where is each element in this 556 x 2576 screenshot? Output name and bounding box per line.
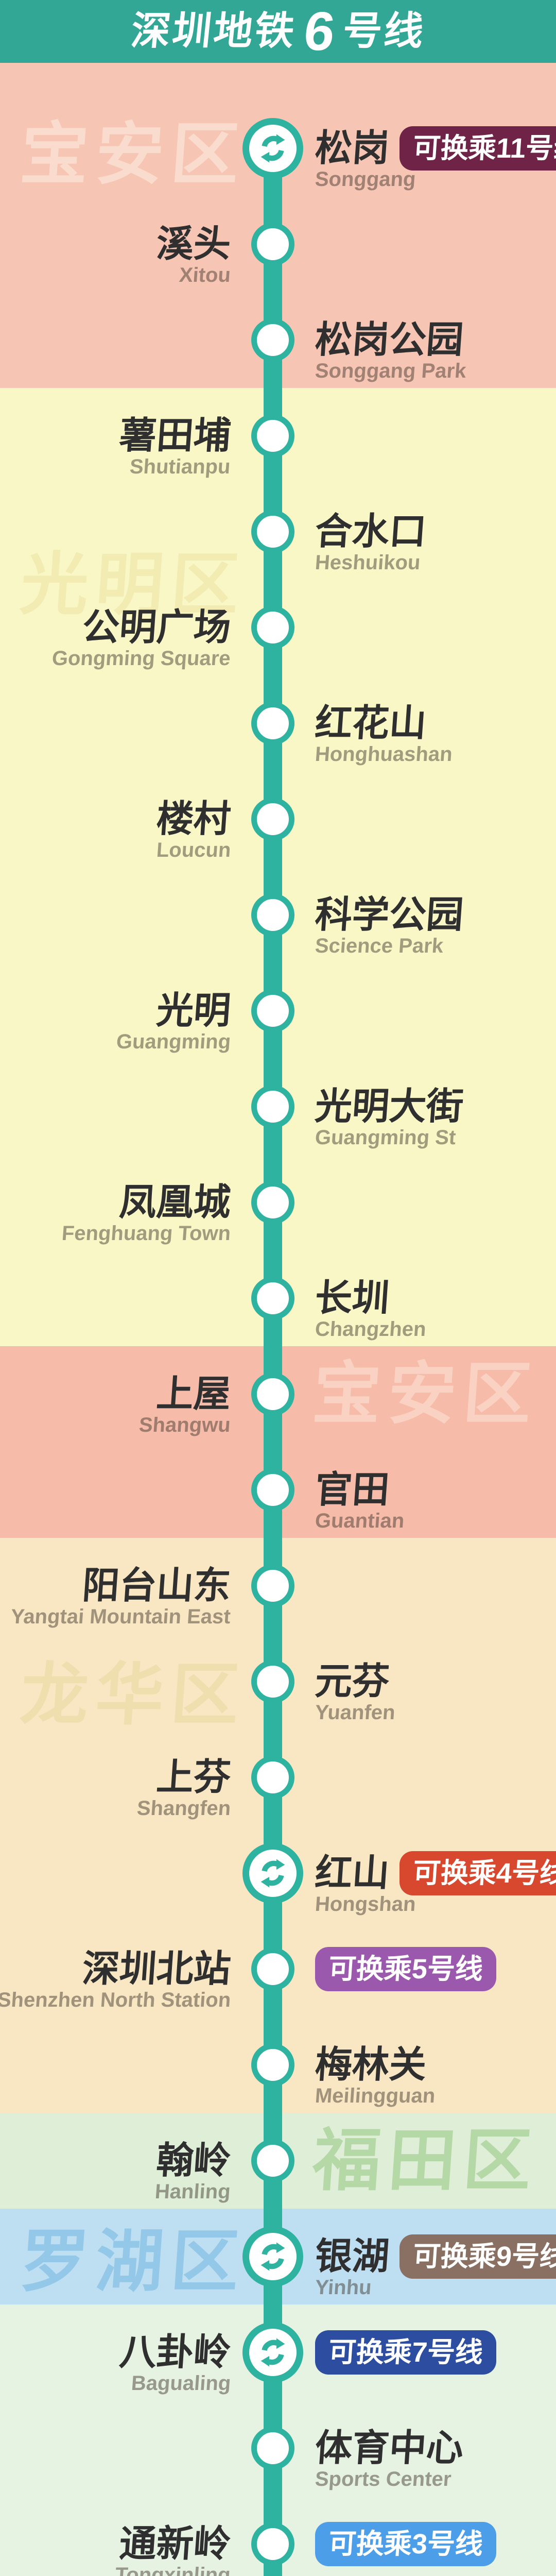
station-name: 通新岭	[118, 2523, 232, 2565]
station-name-en: Honghuashan	[314, 743, 454, 766]
page-title: 深圳地铁 6 号线	[128, 0, 428, 63]
transfer-badge: 可换乘3号线	[315, 2522, 497, 2566]
transfer-station-marker	[242, 1843, 303, 1904]
station-name-en: Shangfen	[136, 1797, 232, 1820]
station-marker	[251, 2522, 294, 2566]
station-marker	[251, 2427, 294, 2470]
header: 深圳地铁 6 号线	[0, 0, 556, 63]
station-marker	[251, 1756, 294, 1799]
station-marker	[251, 1468, 294, 1512]
station-name-en: Sports Center	[314, 2468, 453, 2490]
station-name-en: Xitou	[178, 264, 232, 286]
station-marker	[251, 893, 294, 937]
station-name-en: Guangming St	[314, 1126, 457, 1149]
station-name: 红山	[314, 1853, 391, 1894]
station-name: 合水口	[314, 511, 428, 552]
station-name: 官田	[314, 1469, 391, 1511]
station-marker	[251, 2139, 294, 2182]
title-suffix: 号线	[340, 9, 427, 53]
station-marker	[251, 223, 294, 266]
station-name: 元芬	[314, 1661, 391, 1702]
station-marker	[251, 1660, 294, 1703]
station-name: 光明大街	[314, 1086, 465, 1127]
station-name-en: Meilingguan	[314, 2084, 436, 2107]
station-marker	[251, 606, 294, 649]
station-name-en: Science Park	[314, 935, 444, 957]
district-label: 福田区	[310, 2123, 542, 2198]
transfer-icon	[260, 2242, 285, 2271]
transfer-badge: 可换乘4号线	[399, 1851, 556, 1895]
station-name: 薯田埔	[118, 415, 232, 456]
district-label: 宝安区	[310, 1356, 542, 1432]
station-name: 梅林关	[314, 2044, 428, 2086]
station-name-en: Shutianpu	[129, 455, 232, 478]
station-marker	[251, 318, 294, 362]
transfer-icon	[260, 2338, 285, 2367]
station-marker	[251, 2043, 294, 2087]
station-name-en: Yangtai Mountain East	[10, 1605, 232, 1628]
station-name-en: Gongming Square	[51, 647, 232, 670]
station-name: 楼村	[155, 799, 232, 840]
station-marker	[251, 1181, 294, 1224]
station-name-en: Loucun	[155, 839, 232, 861]
station-name: 松岗公园	[314, 319, 465, 361]
station-name-en: Shenzhen North Station	[0, 1989, 232, 2011]
transfer-badge: 可换乘9号线	[399, 2234, 556, 2279]
station-name-en: Yuanfen	[314, 1701, 396, 1724]
station-name-en: Heshuikou	[314, 551, 422, 574]
title-city: 深圳地铁	[129, 9, 299, 53]
station-name: 凤凰城	[118, 1182, 232, 1223]
station-name-en: Hongshan	[314, 1893, 417, 1916]
station-name: 上屋	[155, 1374, 232, 1415]
station-name-en: Changzhen	[314, 1318, 427, 1341]
station-name: 八卦岭	[118, 2332, 232, 2373]
station-name: 溪头	[155, 224, 232, 265]
station-name-en: Songgang	[314, 168, 417, 191]
station-name-en: Guangming	[115, 1030, 232, 1053]
station-marker	[251, 510, 294, 553]
station-name-en: Yinhu	[314, 2276, 373, 2299]
station-marker	[251, 798, 294, 841]
station-name-en: Songgang Park	[314, 360, 467, 382]
station-marker	[251, 989, 294, 1032]
station-name: 银湖	[314, 2236, 391, 2277]
station-marker	[251, 702, 294, 745]
station-name: 科学公园	[314, 894, 465, 936]
transfer-station-marker	[242, 2226, 303, 2287]
station-name-en: Bagualing	[130, 2372, 232, 2395]
transfer-icon	[260, 134, 285, 163]
district-label: 宝安区	[18, 116, 249, 192]
station-name: 深圳北站	[81, 1948, 232, 1990]
district-label: 罗湖区	[18, 2224, 249, 2299]
station-name-en: Fenghuang Town	[61, 1222, 232, 1245]
station-name: 公明广场	[81, 607, 232, 648]
station-name: 翰岭	[155, 2140, 232, 2181]
transfer-icon	[260, 1859, 285, 1888]
station-name: 阳台山东	[81, 1565, 232, 1606]
title-line-number: 6	[301, 1, 338, 62]
transfer-station-marker	[242, 118, 303, 179]
station-name-en: Guantian	[314, 1510, 405, 1532]
station-name-en: Tongxinling	[114, 2564, 232, 2576]
transfer-badge: 可换乘5号线	[315, 1947, 497, 1991]
district-label: 龙华区	[18, 1657, 249, 1733]
station-marker	[251, 1372, 294, 1416]
station-marker	[251, 414, 294, 457]
station-marker	[251, 1085, 294, 1128]
station-name: 长圳	[314, 1278, 391, 1319]
station-marker	[251, 1277, 294, 1320]
station-name: 体育中心	[314, 2428, 465, 2469]
station-name-en: Hanling	[154, 2180, 232, 2203]
transfer-badge: 可换乘7号线	[315, 2330, 497, 2375]
transfer-badge: 可换乘11号线	[399, 126, 556, 171]
station-name: 松岗	[314, 128, 391, 169]
station-marker	[251, 1564, 294, 1607]
station-marker	[251, 1947, 294, 1991]
station-name: 光明	[155, 990, 232, 1031]
station-name: 红花山	[314, 703, 428, 744]
transfer-station-marker	[242, 2322, 303, 2383]
station-name-en: Shangwu	[138, 1414, 232, 1436]
station-name: 上芬	[155, 1757, 232, 1798]
